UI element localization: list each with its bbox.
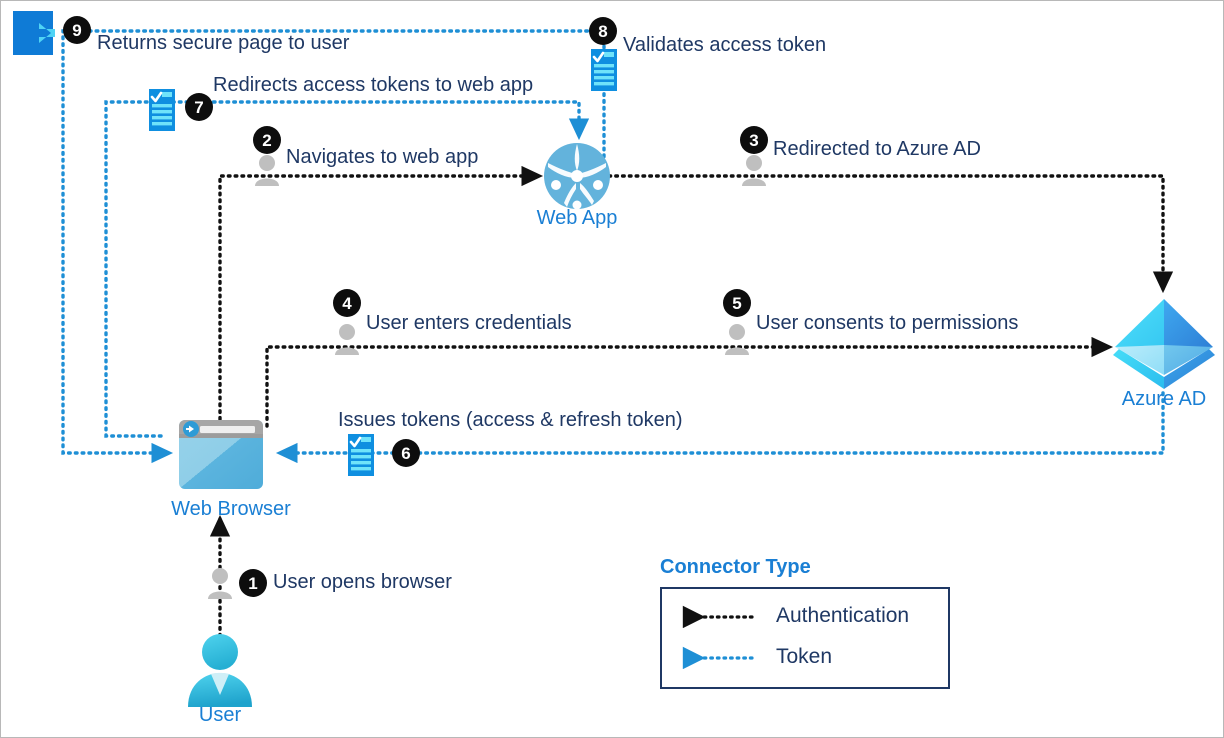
legend-connector-samples [682,605,754,670]
step-label-4: User enters credentials [366,312,572,334]
step-label-9: Returns secure page to user [97,32,350,54]
legend-label-token: Token [776,645,833,668]
step-label-8: Validates access token [623,34,827,56]
legend-title: Connector Type [660,556,811,578]
step-label-7: Redirects access tokens to web app [213,74,534,96]
node-label-azure-ad: Azure AD [1121,388,1207,410]
token-icon-7 [149,89,175,131]
step-badge-5: 5 [723,289,751,317]
node-label-web-app: Web App [536,207,618,229]
step-badge-9: 9 [63,16,91,44]
step-badge-3: 3 [740,126,768,154]
step-label-1: User opens browser [273,571,452,593]
person-icon-3 [741,154,767,186]
step-label-3: Redirected to Azure AD [773,138,981,160]
step-badge-1: 1 [239,569,267,597]
person-icon-4 [334,323,360,355]
secure-page-icon [11,11,59,55]
step-label-6: Issues tokens (access & refresh token) [338,409,683,431]
step-badge-7: 7 [185,93,213,121]
step-label-2: Navigates to web app [286,146,479,168]
step-badge-2: 2 [253,126,281,154]
user-avatar-icon [183,633,257,707]
step-badge-6: 6 [392,439,420,467]
globe-icon [542,141,612,211]
legend-box [660,587,950,689]
node-label-user: User [198,704,242,726]
person-icon-1 [207,567,233,599]
person-icon-2 [254,154,280,186]
step-badge-4: 4 [333,289,361,317]
legend-label-authentication: Authentication [776,604,910,627]
browser-window-icon [179,420,263,489]
node-label-web-browser: Web Browser [171,498,291,520]
step-badge-8: 8 [589,17,617,45]
azure-ad-pyramid-icon [1109,297,1219,393]
token-icon-6 [348,434,374,476]
token-icon-8 [591,49,617,91]
person-icon-5 [724,323,750,355]
step-label-5: User consents to permissions [756,312,1019,334]
